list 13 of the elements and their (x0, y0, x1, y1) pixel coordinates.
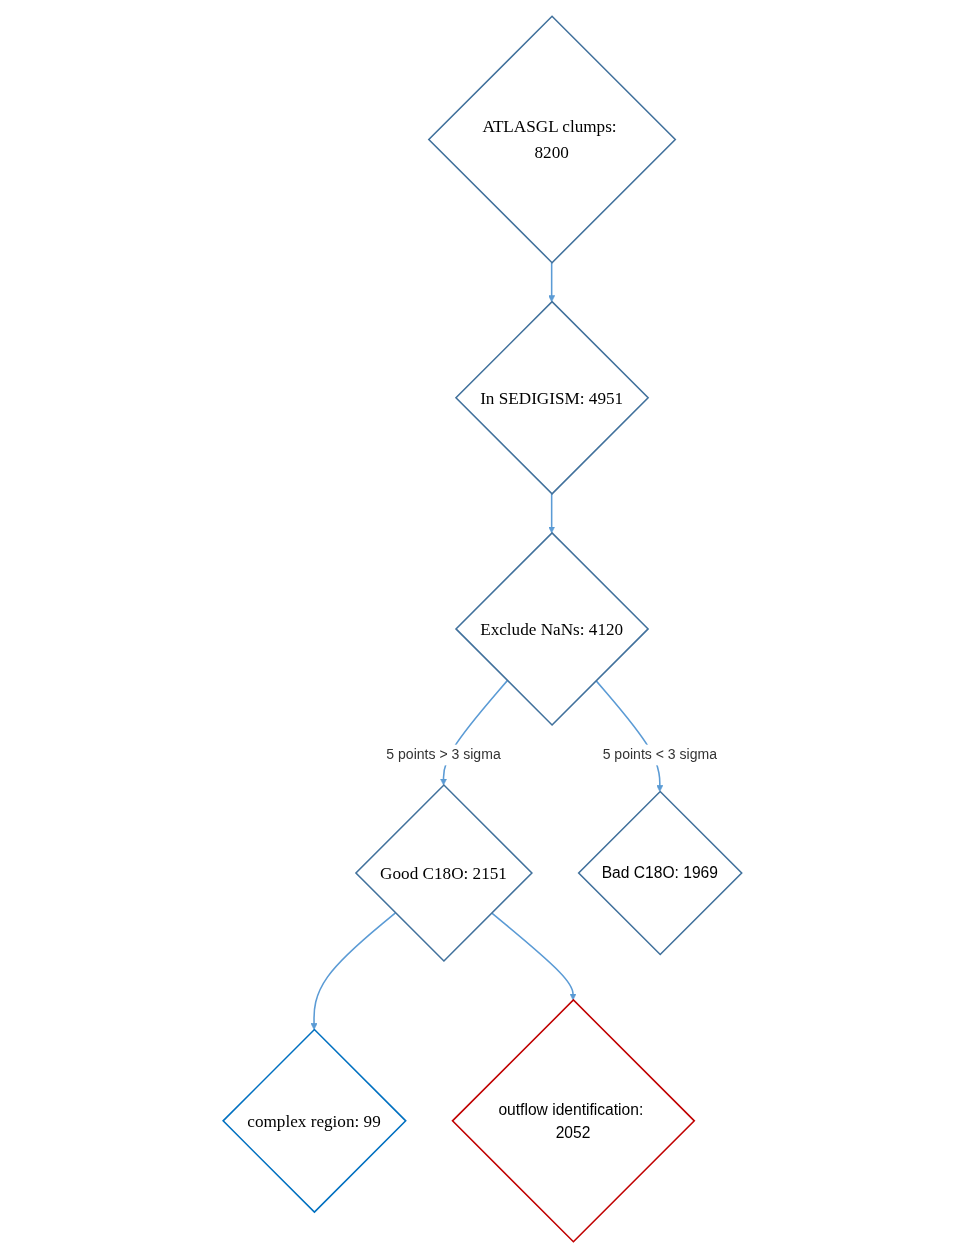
node-diamond: In SEDIGISM: 4951 (454, 300, 650, 495)
edge-label: 5 points > 3 sigma (386, 746, 501, 763)
node-diamond: Good C18O: 2151 (354, 783, 534, 963)
edge-label: 5 points < 3 sigma (602, 746, 718, 763)
node-diamond: complex region: 99 (222, 1028, 407, 1214)
arrow (548, 261, 556, 303)
arrow (490, 912, 577, 1001)
arrow (310, 912, 397, 1030)
node-diamond: Bad C18O: 1969 (577, 790, 743, 956)
arrow (548, 493, 556, 534)
node-diamond: outflow identification: 2052 (451, 998, 696, 1243)
node-diamond: Exclude NaNs: 4120 (454, 531, 650, 727)
node-diamond: ATLASGL clumps: 8200 (427, 15, 677, 264)
